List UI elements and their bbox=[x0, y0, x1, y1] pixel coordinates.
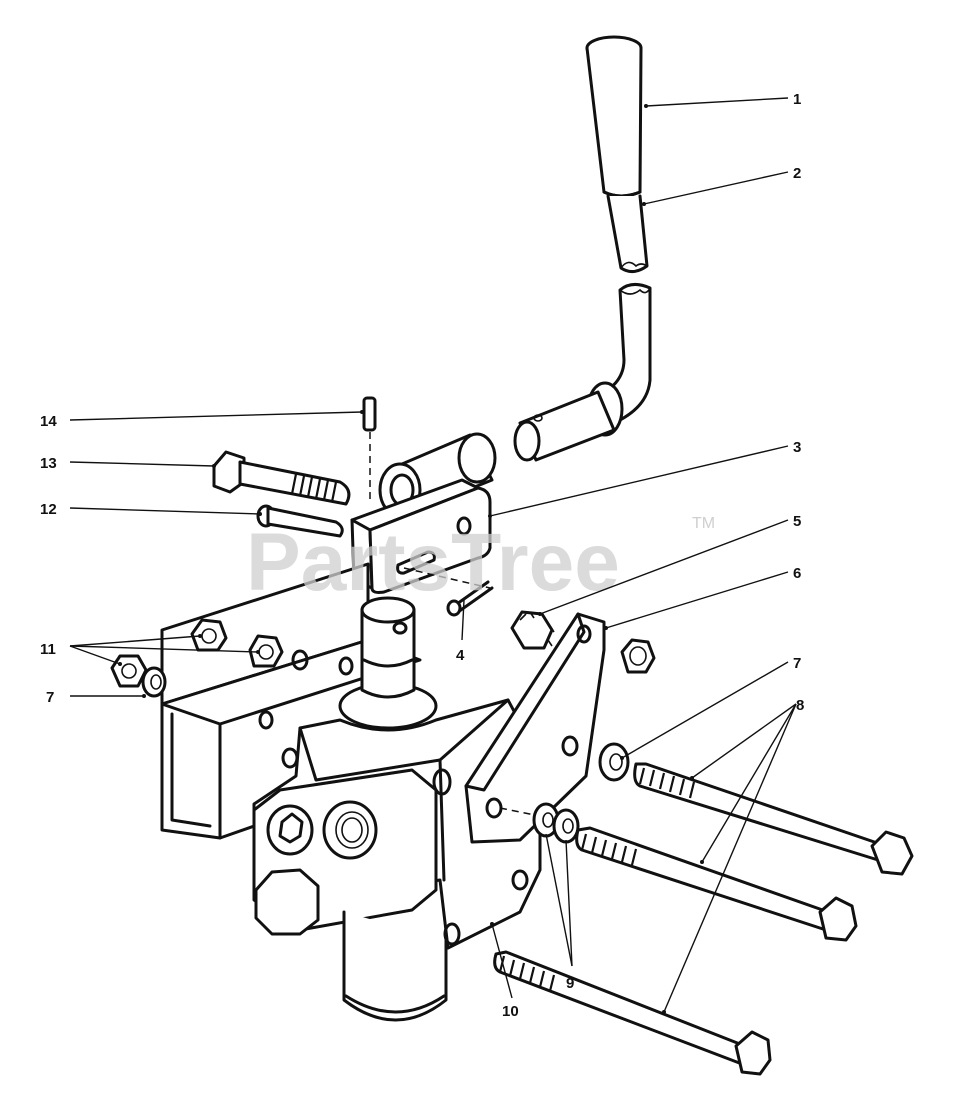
callout-3[interactable]: 3 bbox=[793, 439, 801, 456]
roll-pin[interactable] bbox=[362, 396, 377, 500]
callout-5[interactable]: 5 bbox=[793, 513, 801, 530]
cap-screw-13[interactable] bbox=[212, 450, 351, 506]
callout-7-left[interactable]: 7 bbox=[46, 689, 54, 706]
cotter-pin[interactable] bbox=[446, 580, 494, 617]
frame-channel bbox=[160, 562, 422, 840]
watermark-trademark: TM bbox=[692, 515, 715, 532]
lever-tube-upper[interactable] bbox=[606, 194, 649, 273]
callout-2[interactable]: 2 bbox=[793, 165, 801, 182]
callout-10[interactable]: 10 bbox=[502, 1003, 519, 1020]
callout-8[interactable]: 8 bbox=[796, 697, 804, 714]
pivot-bushing[interactable] bbox=[378, 432, 497, 518]
valve-spool-post[interactable] bbox=[338, 596, 438, 730]
callout-13[interactable]: 13 bbox=[40, 455, 57, 472]
clevis-bracket[interactable] bbox=[350, 478, 492, 594]
lever-tube-bent[interactable] bbox=[606, 283, 652, 422]
callout-11[interactable]: 11 bbox=[40, 641, 56, 658]
callout-1[interactable]: 1 bbox=[793, 91, 801, 108]
washer-7-right[interactable] bbox=[598, 742, 630, 782]
nut-11-middle[interactable] bbox=[248, 634, 284, 668]
callout-7-right[interactable]: 7 bbox=[793, 655, 801, 672]
leader-lines bbox=[69, 97, 797, 1014]
long-bolt-lower[interactable] bbox=[493, 950, 772, 1076]
callout-9[interactable]: 9 bbox=[566, 975, 574, 992]
washer-7-left[interactable] bbox=[141, 666, 167, 698]
nut-11-lower[interactable] bbox=[110, 654, 148, 688]
long-bolt-middle[interactable] bbox=[575, 826, 858, 942]
flat-washer-9[interactable] bbox=[552, 808, 580, 844]
valve-plug-bolt[interactable] bbox=[254, 868, 320, 936]
callout-4[interactable]: 4 bbox=[456, 647, 465, 664]
watermark-text: PartsTree bbox=[246, 517, 620, 608]
lock-nut-6-side[interactable] bbox=[620, 638, 656, 674]
lever-handle-grip[interactable] bbox=[585, 35, 643, 198]
callout-12[interactable]: 12 bbox=[40, 501, 57, 518]
mounting-plate[interactable] bbox=[464, 612, 606, 844]
clevis-pin-12[interactable] bbox=[256, 504, 344, 538]
callout-14[interactable]: 14 bbox=[40, 413, 57, 430]
lock-nut-5[interactable] bbox=[510, 610, 555, 650]
long-bolt-upper[interactable] bbox=[633, 762, 914, 876]
nut-11-upper[interactable] bbox=[190, 618, 228, 652]
valve-cylinder bbox=[342, 910, 448, 1022]
callout-6[interactable]: 6 bbox=[793, 565, 801, 582]
lever-pivot-shaft[interactable] bbox=[513, 381, 624, 462]
